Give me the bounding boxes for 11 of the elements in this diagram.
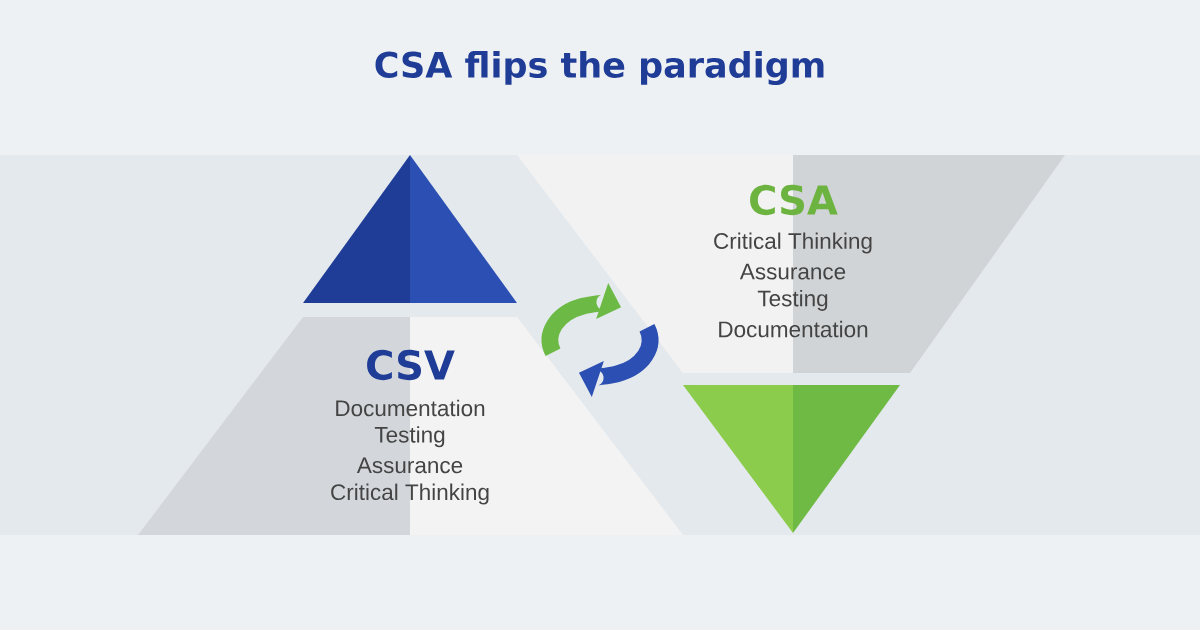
trapezoid-panel: CSV Documentation Testing Assurance Critical Thinking bbox=[138, 317, 683, 535]
node-label: Testing bbox=[757, 289, 828, 311]
node-label: Assurance bbox=[739, 263, 846, 280]
node-label: Documentation bbox=[719, 320, 868, 338]
node-label: Critical Thinking bbox=[714, 232, 872, 254]
title: CSA flips the paradigm bbox=[375, 50, 824, 86]
node-label: CSA bbox=[750, 184, 838, 216]
trapezoid-panel: CSA Critical Thinking Assurance Testing Documentation bbox=[517, 155, 1065, 373]
triangle bbox=[303, 155, 517, 303]
cycle-arrows-icon bbox=[541, 283, 659, 397]
triangle bbox=[683, 385, 900, 533]
